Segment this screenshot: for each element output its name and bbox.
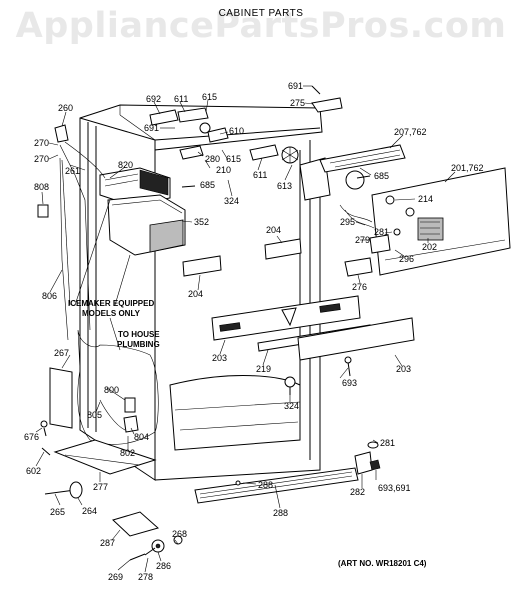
callout-260: 260: [58, 103, 73, 113]
callout-288: 288: [258, 480, 273, 490]
callout-204: 204: [266, 225, 281, 235]
callout-281b: 281: [380, 438, 395, 448]
callout-270: 270: [34, 138, 49, 148]
callout-204b: 204: [188, 289, 203, 299]
callout-202: 202: [422, 242, 437, 252]
callout-203: 203: [212, 353, 227, 363]
callout-281: 281: [374, 227, 389, 237]
callout-275: 275: [290, 98, 305, 108]
callout-264: 264: [82, 506, 97, 516]
callout-820: 820: [118, 160, 133, 170]
callout-804: 804: [134, 432, 149, 442]
callout-282: 282: [350, 487, 365, 497]
diagram-title: CABINET PARTS: [218, 8, 304, 19]
callout-280: 280: [205, 154, 220, 164]
callout-286: 286: [156, 561, 171, 571]
rear-control-panel: [339, 167, 511, 277]
callout-352: 352: [194, 217, 209, 227]
plumbing-area: [40, 329, 159, 499]
callout-207-762: 207,762: [394, 127, 427, 137]
callout-800: 800: [104, 385, 119, 395]
callout-203b: 203: [396, 364, 411, 374]
callout-288b: 288: [273, 508, 288, 518]
callout-265: 265: [50, 507, 65, 517]
callout-610: 610: [229, 126, 244, 136]
callout-267: 267: [54, 348, 69, 358]
callout-201-762: 201,762: [451, 163, 484, 173]
notes: ICEMAKER EQUIPPED MODELS ONLY TO HOUSE P…: [68, 299, 427, 568]
callout-276: 276: [352, 282, 367, 292]
callout-691: 691: [288, 81, 303, 91]
callout-labels: 691 275 692 611 615 691 610 260 270 270 …: [24, 81, 484, 582]
callout-602: 602: [26, 466, 41, 476]
callout-685: 685: [200, 180, 215, 190]
callout-693: 693: [342, 378, 357, 388]
callout-806: 806: [42, 291, 57, 301]
art-number: (ART NO. WR18201 C4): [338, 559, 427, 568]
base-grille: [194, 441, 381, 504]
leader-lines: [35, 85, 456, 573]
watermark: AppliancePartsPros.com: [15, 6, 507, 46]
callout-802: 802: [120, 448, 135, 458]
callout-611: 611: [174, 94, 188, 104]
callout-261: 261: [65, 166, 80, 176]
icemaker-assembly: [37, 124, 186, 341]
callout-277: 277: [93, 482, 108, 492]
callout-214: 214: [418, 194, 433, 204]
callout-611b: 611: [253, 170, 267, 180]
callout-613: 613: [277, 181, 292, 191]
callout-615: 615: [202, 92, 217, 102]
callout-324b: 324: [284, 401, 299, 411]
callout-210: 210: [216, 165, 231, 175]
callout-615b: 615: [226, 154, 241, 164]
plumbing-note-line2: PLUMBING: [117, 340, 160, 349]
icemaker-note-line1: ICEMAKER EQUIPPED: [68, 299, 154, 308]
icemaker-note-line2: MODELS ONLY: [82, 309, 141, 318]
callout-270b: 270: [34, 154, 49, 164]
callout-691b: 691: [144, 123, 159, 133]
callout-278: 278: [138, 572, 153, 582]
callout-219: 219: [256, 364, 271, 374]
callout-279: 279: [355, 235, 370, 245]
rails: [211, 295, 415, 395]
callout-324: 324: [224, 196, 239, 206]
callout-269: 269: [108, 572, 123, 582]
callout-808: 808: [34, 182, 49, 192]
upper-parts: [149, 85, 406, 201]
plumbing-note-line1: TO HOUSE: [118, 330, 160, 339]
callout-296: 296: [399, 254, 414, 264]
callout-676: 676: [24, 432, 39, 442]
callout-685b: 685: [374, 171, 389, 181]
callout-693-691: 693,691: [378, 483, 411, 493]
shelf-supports: [182, 238, 302, 277]
callout-295: 295: [340, 217, 355, 227]
callout-692: 692: [146, 94, 161, 104]
callout-287: 287: [100, 538, 115, 548]
callout-268: 268: [172, 529, 187, 539]
leveling-legs: [112, 511, 183, 561]
callout-805: 805: [87, 410, 102, 420]
